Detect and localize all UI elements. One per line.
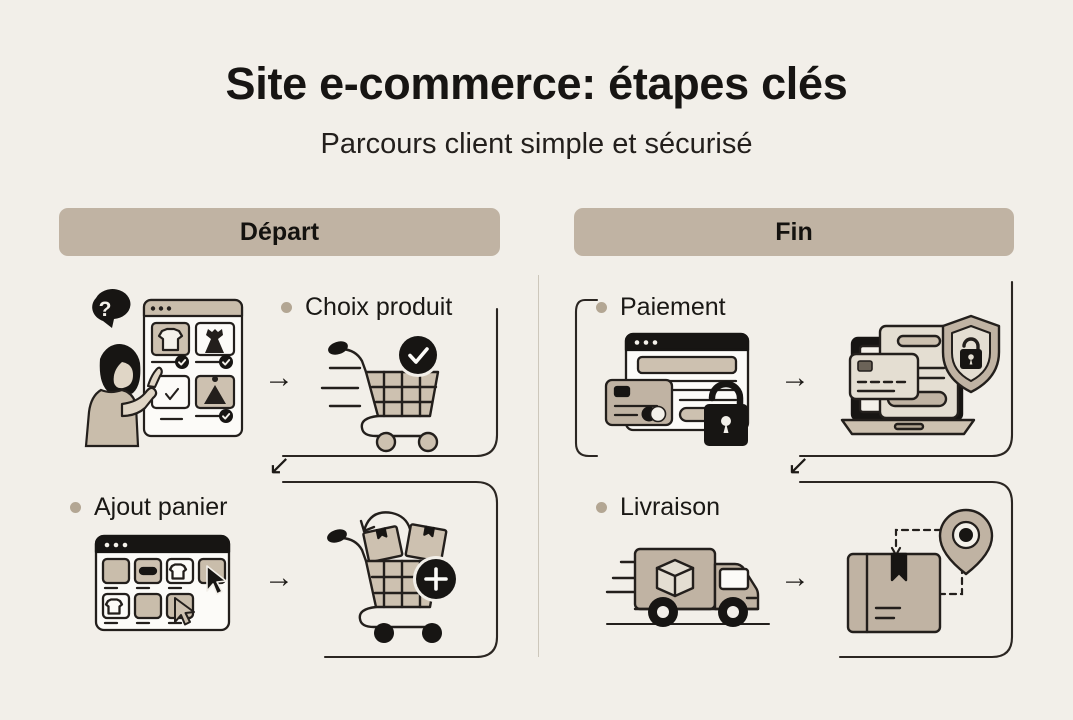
column-header-depart-label: Départ	[239, 217, 320, 246]
step-label-text: Paiement	[620, 293, 726, 321]
step-label-text: Livraison	[620, 493, 721, 521]
step-label-paiement: Paiement	[596, 293, 726, 322]
illustration-delivery-truck	[605, 524, 771, 636]
illustration-shopping-cart-plus	[322, 505, 482, 643]
page-title: Site e-commerce: étapes clés	[225, 58, 848, 109]
arrow-downleft-left-column: ↙	[268, 450, 291, 480]
illustration-shopping-cart-check	[320, 332, 482, 453]
illustration-person-browsing-product-grid: ?	[78, 286, 250, 448]
column-header-fin: Fin	[574, 208, 1014, 256]
step-label-livraison: Livraison	[596, 493, 720, 522]
column-header-fin-label: Fin	[775, 217, 813, 246]
step-label-ajout-panier: Ajout panier	[70, 493, 227, 522]
arrow-right-choix: →	[264, 361, 294, 394]
arrow-downleft-right-column: ↙	[787, 450, 810, 480]
column-divider	[538, 275, 539, 657]
step-label-text: Choix produit	[305, 293, 453, 321]
step-label-choix-produit: Choix produit	[281, 293, 452, 322]
bullet-icon	[70, 502, 81, 513]
illustration-checkout-form-card-lock	[604, 328, 772, 448]
connector-paiement-left	[574, 298, 599, 458]
bullet-icon	[596, 502, 607, 513]
bullet-icon	[596, 302, 607, 313]
column-header-depart: Départ	[59, 208, 500, 256]
page-subtitle: Parcours client simple et sécurisé	[320, 128, 753, 160]
illustration-package-location-pin	[838, 508, 1004, 638]
svg-text:?: ?	[99, 298, 112, 321]
illustration-laptop-card-shield	[840, 312, 1004, 448]
arrow-right-paiement: →	[780, 361, 810, 394]
arrow-right-livraison: →	[780, 561, 810, 594]
arrow-right-ajout: →	[264, 561, 294, 594]
illustration-product-grid-cursor-click	[90, 528, 238, 638]
bullet-icon	[281, 302, 292, 313]
step-label-text: Ajout panier	[94, 493, 228, 521]
